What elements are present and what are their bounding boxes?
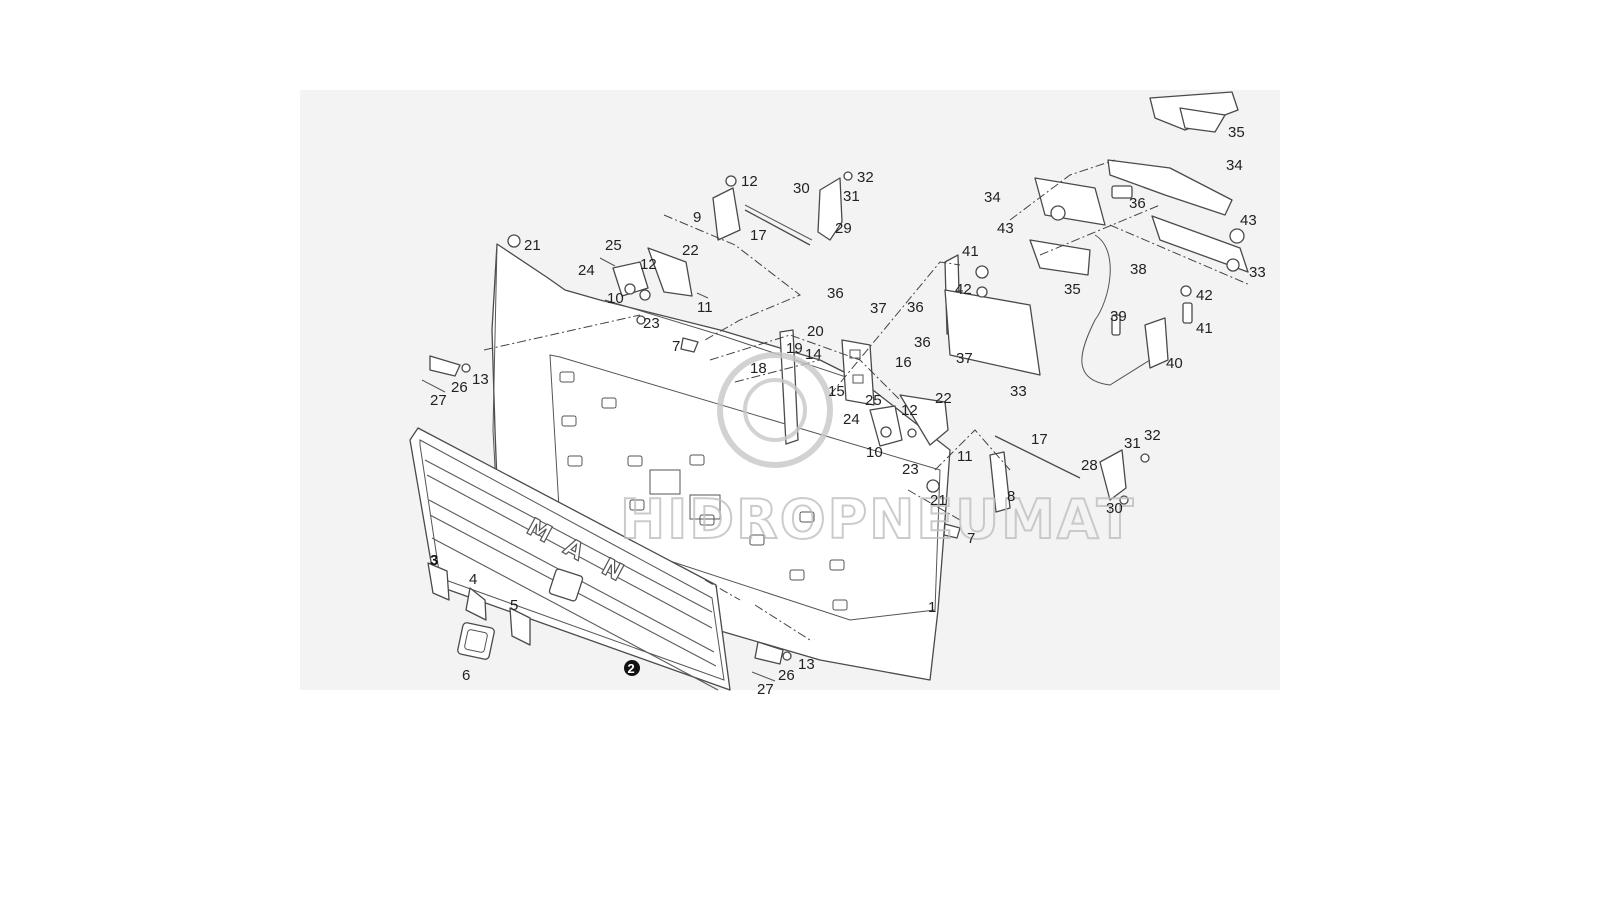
part-label-37: 37 — [956, 350, 973, 367]
part-label-43: 43 — [997, 220, 1014, 237]
part-label-36: 36 — [914, 334, 931, 351]
part-label-35: 35 — [1064, 281, 1081, 298]
part-label-32: 32 — [1144, 427, 1161, 444]
grille-part: M A N — [409, 427, 731, 691]
watermark: HIDROPNEUMAT — [619, 352, 1135, 552]
part-label-33: 33 — [1249, 264, 1266, 281]
letter-n-part — [509, 607, 531, 646]
part-label-36: 36 — [827, 285, 844, 302]
part-label-32: 32 — [857, 169, 874, 186]
part-label-41: 41 — [1196, 320, 1213, 337]
part-label-23: 23 — [643, 315, 660, 332]
part-label-7: 7 — [672, 338, 680, 355]
part-label-11: 11 — [957, 448, 973, 465]
part-label-10: 10 — [866, 444, 883, 461]
part-label-25: 25 — [865, 392, 882, 409]
part-label-7: 7 — [967, 530, 975, 547]
part-label-20: 20 — [807, 323, 824, 340]
part-label-15: 15 — [828, 383, 845, 400]
part-labels: 1 2 3 4 5 6 7 7 8 9 10 10 11 11 12 12 12… — [430, 124, 1266, 698]
watermark-text: HIDROPNEUMAT — [620, 488, 1135, 551]
part-label-4: 4 — [469, 571, 477, 588]
part-label-31: 31 — [843, 188, 860, 205]
part-label-36: 36 — [1129, 195, 1146, 212]
part-label-30: 30 — [1106, 500, 1123, 517]
part-label-13: 13 — [798, 656, 815, 673]
part-label-21: 21 — [524, 237, 541, 254]
part-label-43: 43 — [1240, 212, 1257, 229]
part-label-13: 13 — [472, 371, 489, 388]
part-label-34: 34 — [1226, 157, 1243, 174]
hinge-upper-left — [599, 247, 709, 325]
part-label-19: 19 — [786, 340, 803, 357]
emblem-parts — [427, 562, 531, 660]
part-label-22: 22 — [935, 390, 952, 407]
part-label-38: 38 — [1130, 261, 1147, 278]
part-label-8: 8 — [1007, 488, 1015, 505]
part-label-2: 2 — [628, 661, 635, 676]
part-label-42: 42 — [1196, 287, 1213, 304]
part-label-34: 34 — [984, 189, 1001, 206]
part-label-41: 41 — [962, 243, 979, 260]
letter-m-part — [427, 562, 450, 601]
part-label-10: 10 — [607, 290, 624, 307]
part-label-9: 9 — [693, 209, 701, 226]
part-label-17: 17 — [750, 227, 767, 244]
part-label-27: 27 — [430, 392, 447, 409]
part-label-18: 18 — [750, 360, 767, 377]
panel-openings — [559, 371, 848, 611]
part-label-39: 39 — [1110, 308, 1127, 325]
grille-emblem — [548, 568, 584, 602]
part-label-40: 40 — [1166, 355, 1183, 372]
part-label-24: 24 — [843, 411, 860, 428]
hinge-mid — [779, 329, 949, 447]
part-label-1: 1 — [928, 599, 936, 616]
watermark-seal-icon — [717, 352, 833, 468]
lock-bracket-assembly — [944, 91, 1249, 386]
part-label-5: 5 — [510, 597, 518, 614]
gas-strut-upper — [712, 171, 853, 246]
part-label-3: 3 — [430, 552, 438, 569]
part-label-2-badge: 2 — [624, 660, 640, 676]
part-label-30: 30 — [793, 180, 810, 197]
part-label-31: 31 — [1124, 435, 1141, 452]
part-label-22: 22 — [682, 242, 699, 259]
part-label-27: 27 — [757, 681, 774, 698]
badge-part — [457, 622, 495, 660]
part-label-14: 14 — [805, 346, 822, 363]
part-label-12: 12 — [741, 173, 758, 190]
part-label-25: 25 — [605, 237, 622, 254]
letter-a-part — [465, 587, 487, 621]
gas-strut-lower — [989, 435, 1150, 513]
part-label-24: 24 — [578, 262, 595, 279]
part-label-12: 12 — [640, 256, 657, 273]
part-label-12: 12 — [901, 402, 918, 419]
part-label-35: 35 — [1228, 124, 1245, 141]
part-label-23: 23 — [902, 461, 919, 478]
part-label-36: 36 — [907, 299, 924, 316]
part-label-26: 26 — [451, 379, 468, 396]
part-label-28: 28 — [1081, 457, 1098, 474]
part-label-29: 29 — [835, 220, 852, 237]
part-label-33: 33 — [1010, 383, 1027, 400]
lower-clips — [421, 234, 961, 682]
part-label-26: 26 — [778, 667, 795, 684]
part-label-17: 17 — [1031, 431, 1048, 448]
part-label-16: 16 — [895, 354, 912, 371]
part-label-11: 11 — [697, 299, 713, 316]
part-label-6: 6 — [462, 667, 470, 684]
part-label-42: 42 — [955, 281, 972, 298]
part-label-21: 21 — [930, 492, 947, 509]
part-label-37: 37 — [870, 300, 887, 317]
